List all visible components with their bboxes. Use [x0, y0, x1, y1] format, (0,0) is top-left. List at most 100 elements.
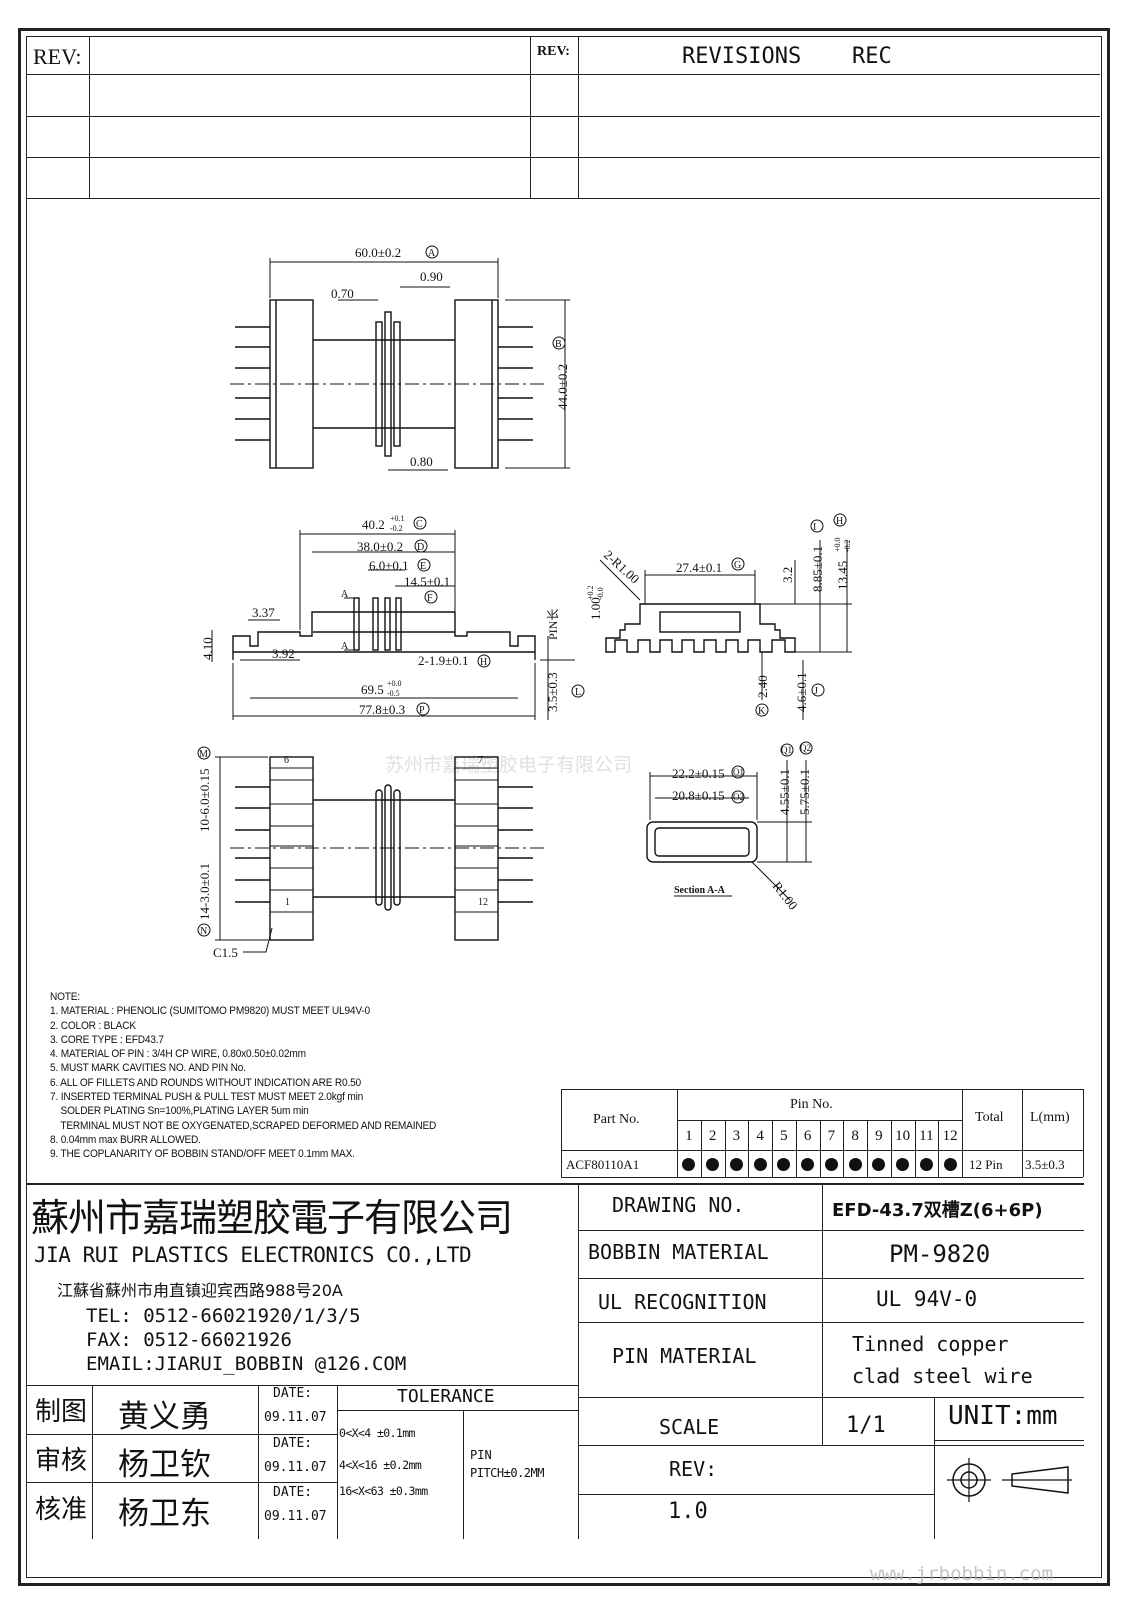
note-line-6: 6. ALL OF FILLETS AND ROUNDS WITHOUT IND…	[50, 1076, 361, 1089]
pin-present-dot	[748, 1151, 772, 1177]
pin-present-dot	[843, 1151, 867, 1177]
section-a-a-label: Section A-A	[674, 885, 726, 896]
dim-695-up: +0.0	[387, 679, 402, 688]
dim-k-tag: K	[758, 706, 766, 717]
dim-d: 38.0±0.2	[357, 539, 403, 554]
bottom-right-pins	[498, 786, 533, 903]
company-name-en: JIA RUI PLASTICS ELECTRONICS CO.,LTD	[34, 1243, 472, 1267]
dim-a: 60.0±0.2	[355, 245, 401, 260]
tolerance-range-1: 0<X<4 ±0.1mm	[339, 1426, 415, 1440]
note-line-8: 8. 0.04mm max BURR ALLOWED.	[50, 1133, 201, 1146]
note-line-3: 3. CORE TYPE : EFD43.7	[50, 1033, 164, 1046]
dim-h-end-dn: -0.2	[843, 539, 852, 552]
bottom-left-pins	[235, 786, 270, 903]
bottom-ribs	[270, 767, 498, 913]
dim-m-tag: M	[199, 749, 208, 760]
pin-number-cell: 7	[827, 1127, 836, 1144]
pin-present-dot	[796, 1151, 820, 1177]
dim-410: 4.10	[200, 637, 215, 660]
dim-o1-tag: O1	[733, 767, 744, 777]
l-value: 3.5±0.3	[1025, 1157, 1065, 1172]
pin-present-dot	[867, 1151, 891, 1177]
rev-value: 1.0	[668, 1499, 708, 1524]
pin-pitch: PITCH±0.2MM	[470, 1466, 544, 1480]
projection-symbol-icon	[947, 1458, 1072, 1502]
l-header: L(mm)	[1030, 1110, 1070, 1125]
dim-q1-tag: Q1	[781, 745, 792, 755]
dim-f: 14.5±0.1	[404, 574, 450, 589]
pin-number-cell: 2	[708, 1127, 717, 1144]
revisions-header: REVISIONS	[682, 44, 802, 69]
dim-070: 0.70	[331, 286, 354, 301]
pin-material-line1: Tinned copper	[852, 1332, 1009, 1356]
pin-material-label: PIN MATERIAL	[612, 1344, 757, 1368]
pin-number-cell: 4	[756, 1127, 764, 1144]
dim-c-tag: C	[416, 519, 423, 530]
dim-h-end: 13.45	[835, 561, 850, 590]
pin-number-cell: 8	[851, 1127, 859, 1144]
dim-695: 69.5	[361, 682, 384, 697]
pin-label: PIN	[470, 1448, 492, 1462]
rev-label-right: REV:	[537, 44, 570, 59]
section-mark-a-bottom: A	[341, 641, 349, 652]
pin-present-dot	[891, 1151, 915, 1177]
top-right-pins	[498, 326, 533, 441]
company-tel: TEL: 0512-66021920/1/3/5	[86, 1305, 361, 1327]
bobbin-material-value: PM-9820	[889, 1240, 991, 1268]
note-line-7c: TERMINAL MUST NOT BE OXYGENATED,SCRAPED …	[50, 1119, 437, 1132]
dim-a-tag: A	[428, 248, 436, 259]
dim-h-side: 2-1.9±0.1	[418, 653, 468, 668]
note-line-4: 4. MATERIAL OF PIN : 3/4H CP WIRE, 0.80x…	[50, 1048, 306, 1061]
pin-present-dot	[725, 1151, 749, 1177]
pin-number-cell: 9	[875, 1127, 883, 1144]
top-left-pins	[235, 326, 270, 441]
part-no-value: ACF80110A1	[566, 1157, 640, 1172]
technical-drawing: 60.0±0.2 A 0.90 0.70 0.80 44.0±0.2 B 40.…	[197, 245, 852, 960]
notes-title: NOTE:	[50, 991, 81, 1003]
dim-p: 77.8±0.3	[359, 702, 405, 717]
dim-080: 0.80	[410, 454, 433, 469]
dim-100-up: +0.2	[586, 585, 595, 600]
dim-c15: C1.5	[213, 945, 238, 960]
rev-label: REV:	[669, 1457, 718, 1481]
scale-value: 1/1	[846, 1413, 886, 1438]
dim-100: 1.00	[588, 597, 603, 620]
dim-g-tag: G	[734, 560, 741, 571]
dim-c-tol-up: +0.1	[390, 514, 405, 523]
pin-number-cell: 10	[895, 1127, 911, 1144]
pin-present-dot	[915, 1151, 939, 1177]
dim-j: 4.6±0.1	[794, 672, 809, 712]
dim-m: 10-6.0±0.15	[197, 769, 212, 832]
dim-l: 3.5±0.3	[545, 672, 560, 712]
section-mark-a-top: A	[341, 589, 349, 600]
note-line-2: 2. COLOR : BLACK	[50, 1019, 136, 1032]
section-a-a-view	[646, 741, 813, 901]
pin-present-dot	[820, 1151, 844, 1177]
dim-q2: 5.75±0.1	[797, 769, 812, 815]
check-label: 审核	[35, 1446, 88, 1476]
note-line-7: 7. INSERTED TERMINAL PUSH & PULL TEST MU…	[50, 1091, 364, 1104]
date-value-1: 09.11.07	[264, 1410, 327, 1425]
pin-no-header: Pin No.	[790, 1097, 833, 1112]
part-no-header: Part No.	[593, 1112, 640, 1127]
pin-present-dot	[938, 1151, 962, 1177]
company-name-cn: 蘇州市嘉瑞塑胶電子有限公司	[31, 1196, 513, 1240]
date-label-1: DATE:	[273, 1386, 313, 1401]
bobbin-material-label: BOBBIN MATERIAL	[588, 1240, 769, 1264]
dim-o1: 22.2±0.15	[672, 766, 725, 781]
pin-number-12: 12	[478, 897, 488, 908]
tolerance-range-3: 16<X<63 ±0.3mm	[339, 1484, 428, 1498]
dim-i-tag: I	[813, 522, 816, 533]
dim-l-tag: L	[575, 687, 581, 698]
dim-j-tag: J	[814, 686, 818, 697]
company-email: EMAIL:JIARUI_BOBBIN @126.COM	[86, 1353, 407, 1375]
total-header: Total	[975, 1110, 1004, 1125]
pin-present-dot	[772, 1151, 796, 1177]
dim-f-tag: F	[427, 593, 433, 604]
dim-392: 3.92	[272, 646, 295, 661]
draw-name: 黄义勇	[118, 1399, 211, 1435]
dim-b: 44.0±0.2	[555, 364, 570, 410]
bottom-view	[197, 746, 545, 953]
ul-recognition-label: UL RECOGNITION	[598, 1290, 767, 1314]
pin-number-cell: 12	[942, 1127, 958, 1144]
